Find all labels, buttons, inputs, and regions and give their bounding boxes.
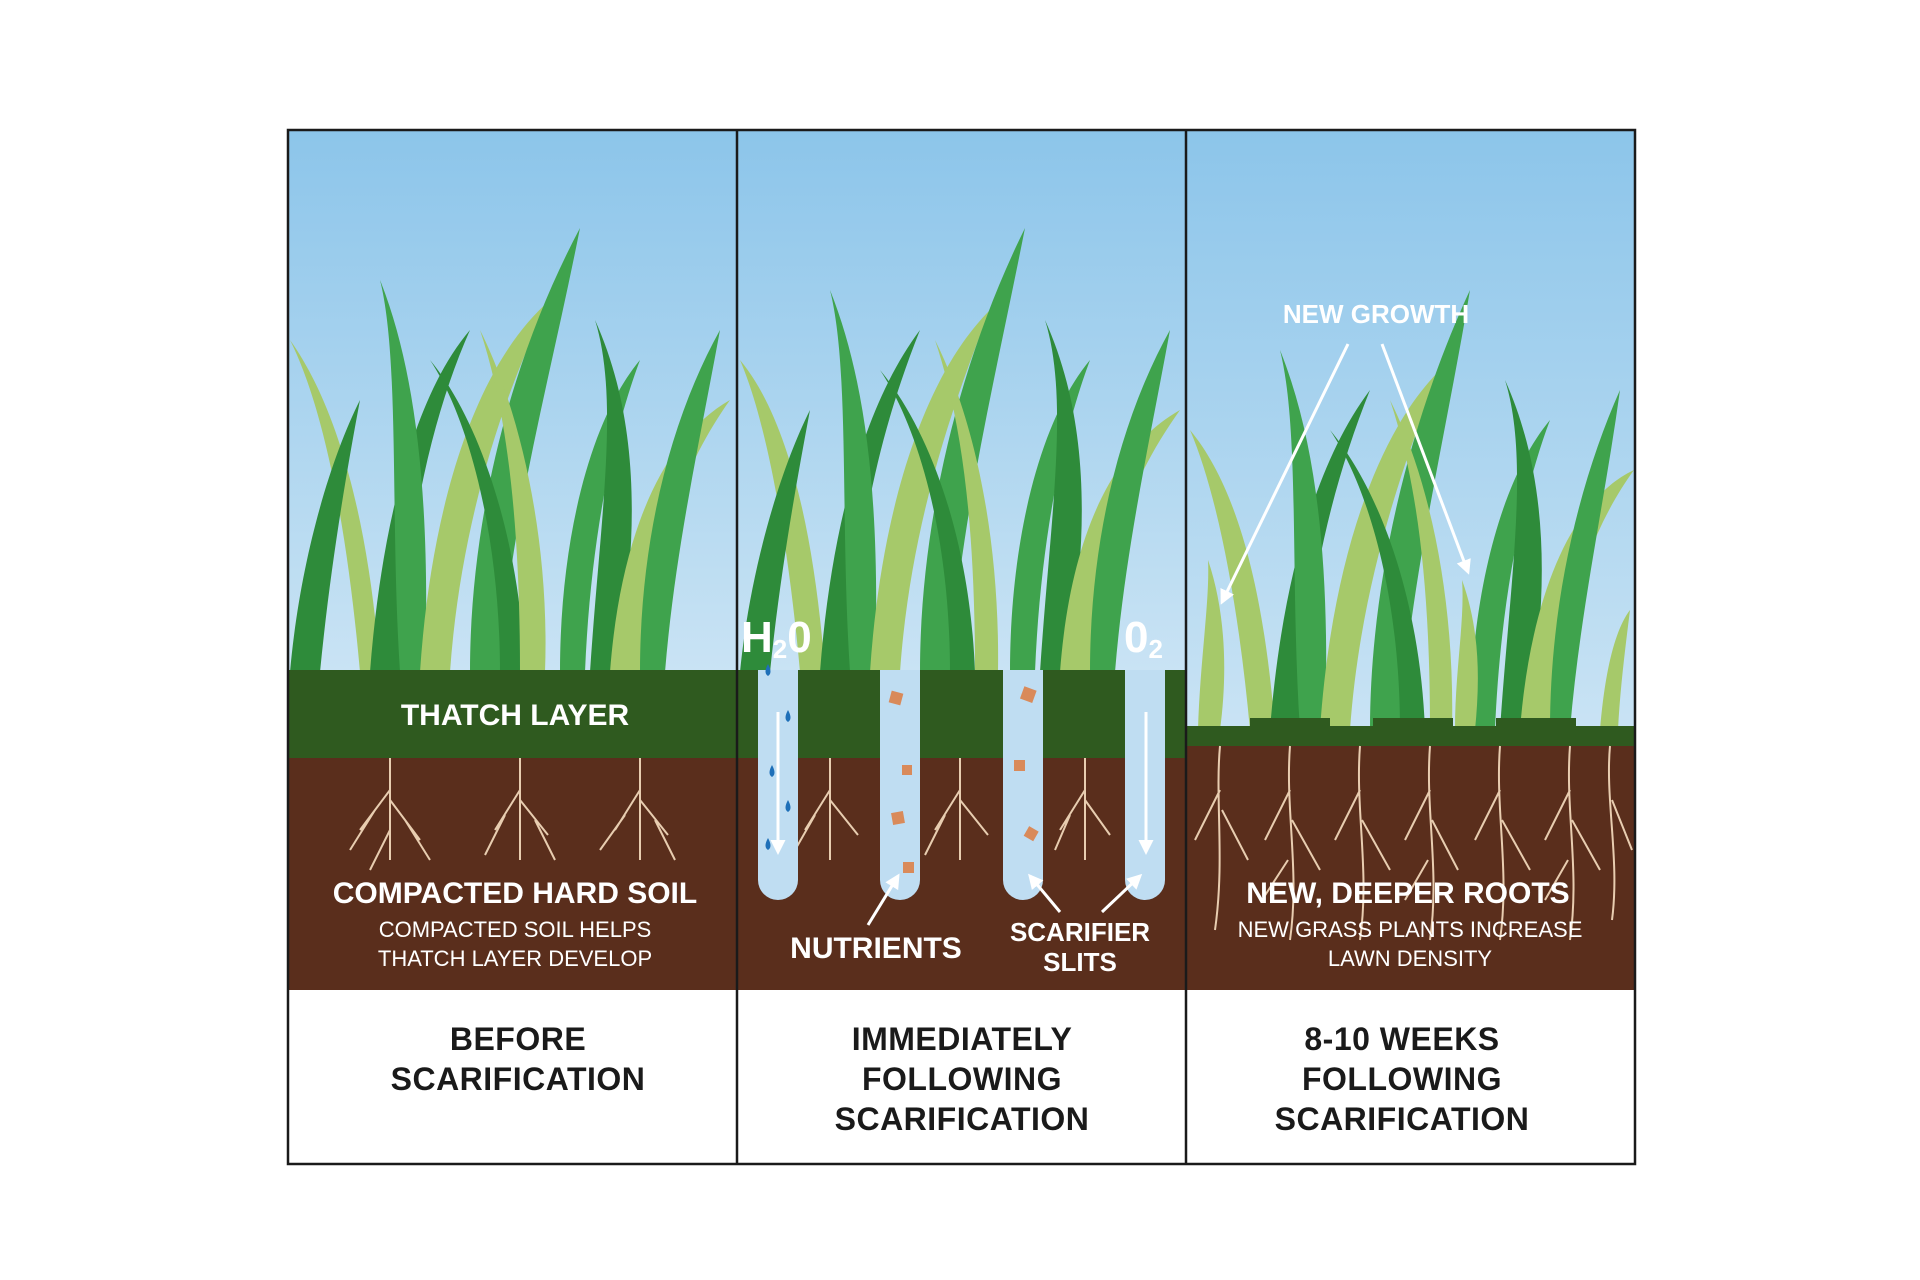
thatch-layer	[288, 670, 737, 758]
water-symbol: H20	[741, 613, 812, 664]
caption-box	[737, 990, 1186, 1164]
slits-label-line-1: SCARIFIER	[1010, 917, 1150, 947]
panel-title-line-3: SCARIFICATION	[1275, 1101, 1530, 1137]
caption-box	[1186, 990, 1635, 1164]
grass	[1190, 290, 1634, 730]
growth-label: NEW GROWTH	[1283, 299, 1469, 329]
soil	[1186, 746, 1635, 990]
water-drops	[765, 664, 791, 850]
panel-immediately-following: H20 02 NUTRIENTS SCARIFIER SLITS IMMEDIA…	[737, 130, 1186, 1164]
panel-title-line-2: FOLLOWING	[1302, 1061, 1502, 1097]
growth-pointer-left	[1220, 343, 1350, 605]
panel-title-line-2: SCARIFICATION	[391, 1061, 646, 1097]
slits-label-line-2: SLITS	[1043, 947, 1117, 977]
thatch-layer	[737, 670, 1186, 758]
panel-8-10-weeks: NEW GROWTH NEW, DEEPER ROOTS NEW GRASS P…	[1186, 130, 1635, 1164]
panel-title-line-3: SCARIFICATION	[835, 1101, 1090, 1137]
growth-pointer-right	[1380, 343, 1471, 575]
grass	[740, 228, 1180, 672]
roots	[349, 758, 676, 871]
nutrients-label: NUTRIENTS	[790, 932, 962, 965]
oxygen-symbol: 02	[1124, 613, 1163, 664]
soil-label: COMPACTED HARD SOIL	[333, 877, 697, 910]
panel-title-line-2: FOLLOWING	[862, 1061, 1062, 1097]
grass	[290, 228, 730, 672]
thatch-remnants	[1186, 718, 1635, 746]
roots-label: NEW, DEEPER ROOTS	[1246, 877, 1569, 910]
roots-note-line-1: NEW GRASS PLANTS INCREASE	[1238, 917, 1583, 942]
soil-note-line-1: COMPACTED SOIL HELPS	[379, 917, 652, 942]
deeper-roots	[1194, 745, 1633, 941]
panel-before: THATCH LAYER COMPACTED HARD SOIL COMPACT…	[288, 130, 737, 1164]
roots	[794, 758, 1111, 860]
panel-title-line-1: BEFORE	[450, 1021, 586, 1057]
soil-note-line-2: THATCH LAYER DEVELOP	[378, 946, 652, 971]
nutrients-pointer	[866, 873, 900, 926]
thatch-label: THATCH LAYER	[401, 699, 630, 732]
panel-title-line-1: IMMEDIATELY	[852, 1021, 1073, 1057]
roots-note-line-2: LAWN DENSITY	[1328, 946, 1493, 971]
slits-pointer-right	[1100, 873, 1143, 914]
soil	[288, 758, 737, 990]
slits-pointer-left	[1028, 873, 1062, 913]
scarifier-slits	[758, 670, 1165, 900]
soil	[737, 758, 1186, 990]
panel-title-line-1: 8-10 WEEKS	[1304, 1021, 1499, 1057]
caption-box	[288, 990, 737, 1164]
nutrient-particles	[888, 686, 1039, 873]
panel-borders	[286, 128, 1637, 1166]
